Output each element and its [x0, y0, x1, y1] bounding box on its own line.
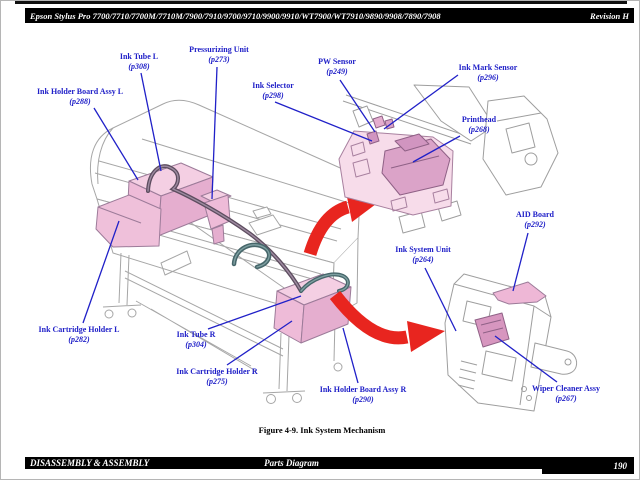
callout-label: AID Board — [515, 210, 555, 219]
callout-wiper-cleaner-assy[interactable]: Wiper Cleaner Assy (p267) — [532, 384, 600, 404]
figure-caption: Figure 4-9. Ink System Mechanism — [258, 425, 386, 435]
callout-page-ref: (p273) — [208, 55, 230, 64]
page-footer: DISASSEMBLY & ASSEMBLY Parts Diagram — [25, 457, 558, 469]
header-revision: Revision H — [590, 10, 629, 21]
callout-label: Ink Tube L — [119, 52, 159, 61]
callout-label: Ink Tube R — [176, 330, 216, 339]
callout-ink-cartridge-holder-r[interactable]: Ink Cartridge Holder R (p275) — [176, 367, 257, 387]
callout-page-ref: (p268) — [468, 125, 490, 134]
callout-page-ref: (p292) — [524, 220, 546, 229]
red-arrowhead-to-unit — [407, 321, 445, 352]
callout-label: Printhead — [461, 115, 497, 124]
callout-label: Ink System Unit — [395, 245, 451, 254]
callout-ink-mark-sensor[interactable]: Ink Mark Sensor (p296) — [459, 63, 518, 83]
callout-label: Wiper Cleaner Assy — [531, 384, 601, 393]
callout-label: Ink Cartridge Holder R — [176, 367, 258, 376]
footer-section: DISASSEMBLY & ASSEMBLY — [30, 458, 150, 468]
callout-page-ref: (p288) — [69, 97, 91, 106]
red-arrow-to-carriage — [303, 200, 351, 256]
callout-label: Ink Holder Board Assy R — [319, 385, 407, 394]
printer-illustration — [89, 99, 361, 404]
callout-label: PW Sensor — [318, 57, 356, 66]
callout-ink-holder-board-assy-r[interactable]: Ink Holder Board Assy R (p290) — [320, 385, 407, 405]
callout-label: Ink Selector — [252, 81, 294, 90]
callout-page-ref: (p308) — [128, 62, 150, 71]
callout-page-ref: (p304) — [185, 340, 207, 349]
callout-printhead[interactable]: Printhead (p268) — [462, 115, 496, 135]
header-title: Epson Stylus Pro 7700/7710/7700M/7710M/7… — [30, 10, 441, 21]
page-number: 190 — [542, 457, 634, 474]
ink-tubes — [146, 164, 350, 293]
ink-system-unit-illustration — [444, 273, 578, 412]
callout-ink-cartridge-holder-l[interactable]: Ink Cartridge Holder L (p282) — [39, 325, 120, 345]
callout-pressurizing-unit[interactable]: Pressurizing Unit (p273) — [189, 45, 249, 65]
callout-aid-board[interactable]: AID Board (p292) — [516, 210, 554, 230]
callout-leader-lines — [82, 66, 558, 384]
callout-ink-selector[interactable]: Ink Selector (p298) — [252, 81, 294, 101]
callout-page-ref: (p267) — [555, 394, 577, 403]
callout-page-ref: (p290) — [352, 395, 374, 404]
callout-page-ref: (p264) — [412, 255, 434, 264]
callout-page-ref: (p298) — [262, 91, 284, 100]
callout-label: Ink Holder Board Assy L — [36, 87, 124, 96]
callout-label: Ink Mark Sensor — [458, 63, 518, 72]
red-arrow-to-unit — [329, 290, 409, 345]
callout-page-ref: (p275) — [206, 377, 228, 386]
callout-pw-sensor[interactable]: PW Sensor (p249) — [318, 57, 356, 77]
callout-ink-holder-board-assy-l[interactable]: Ink Holder Board Assy L (p288) — [37, 87, 123, 107]
callout-page-ref: (p249) — [326, 67, 348, 76]
carriage-detail-illustration — [338, 84, 559, 234]
callout-label: Ink Cartridge Holder L — [38, 325, 120, 334]
callout-ink-tube-l[interactable]: Ink Tube L (p308) — [120, 52, 158, 72]
page-top-rule — [15, 1, 627, 4]
callout-label: Pressurizing Unit — [189, 45, 249, 54]
callout-ink-tube-r[interactable]: Ink Tube R (p304) — [177, 330, 216, 350]
callout-page-ref: (p282) — [68, 335, 90, 344]
footer-subsection: Parts Diagram — [264, 458, 319, 468]
callout-page-ref: (p296) — [477, 73, 499, 82]
callout-ink-system-unit[interactable]: Ink System Unit (p264) — [395, 245, 451, 265]
page-header: Epson Stylus Pro 7700/7710/7700M/7710M/7… — [25, 8, 634, 23]
